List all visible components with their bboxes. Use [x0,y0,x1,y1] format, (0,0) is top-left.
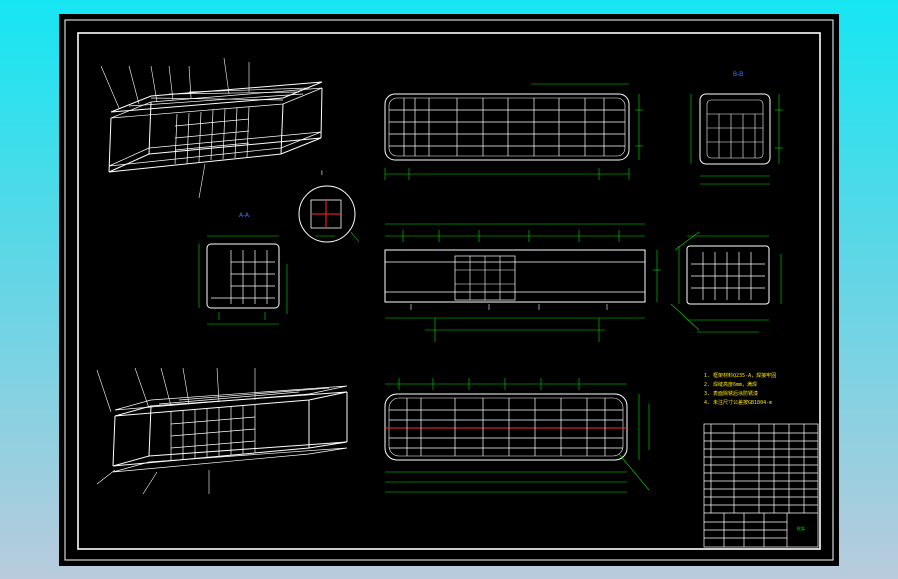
drawing-sheet: B-B A-A I 1. 框架材料Q235-A，焊接牢固 2. 焊缝高度6mm，… [59,14,839,566]
isometric-view-bottom [96,367,348,495]
tech-note-3: 3. 表面除锈后涂防锈漆 [704,391,759,397]
title-block-name: 框架 [797,526,805,531]
elevation-view-mid [384,223,661,342]
detail-label: I [321,170,323,177]
end-view-top [690,93,783,185]
plan-view-bottom [384,378,650,493]
detail-view [298,185,360,243]
tech-note-2: 2. 焊缝高度6mm，满焊 [704,382,758,388]
inner-border [77,32,821,550]
outer-border [64,19,834,561]
isometric-view-top [100,57,323,199]
title-block [703,423,819,548]
plan-view-top [384,83,643,180]
side-view-mid [670,231,782,333]
end-view-mid [198,235,288,325]
tech-note-1: 1. 框架材料Q235-A，焊接牢固 [704,373,777,379]
section-label-b: B-B [733,71,744,78]
tech-note-4: 4. 未注尺寸公差按GB1804-m [704,400,773,406]
section-label-a: A-A [239,212,250,219]
cad-drawing [64,19,834,561]
